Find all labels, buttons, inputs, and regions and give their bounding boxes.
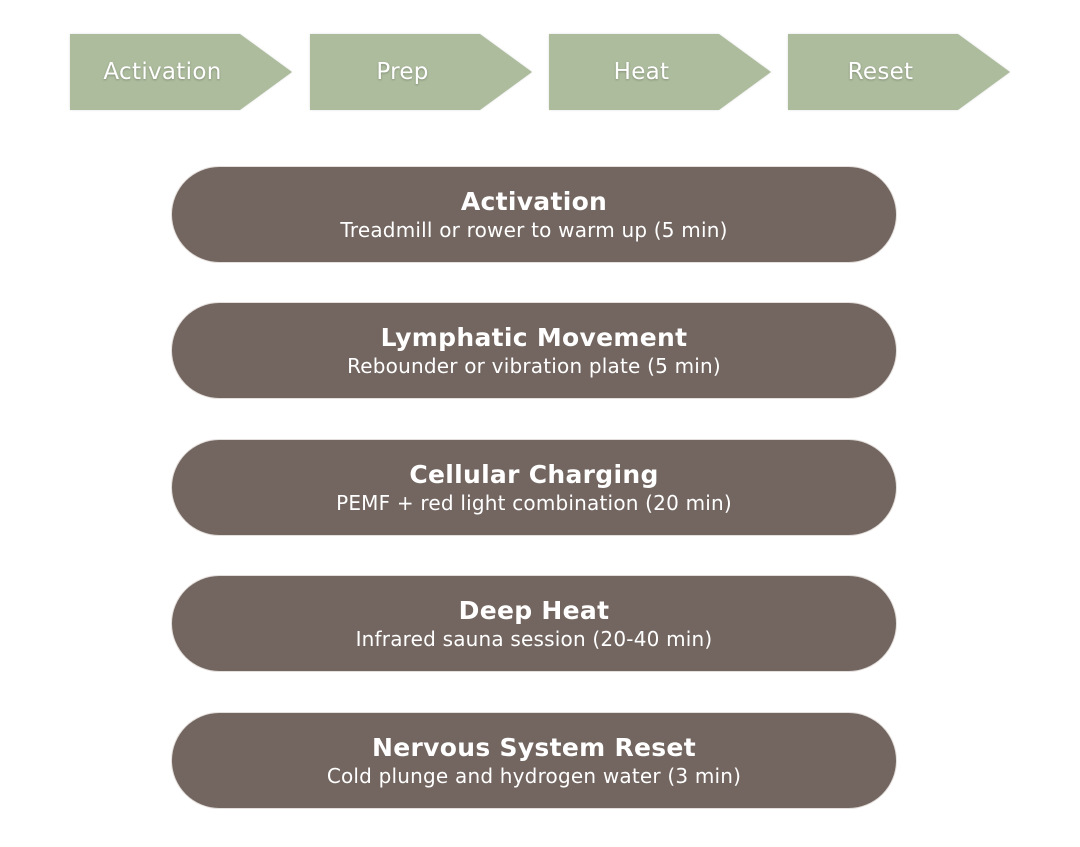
stage-title: Nervous System Reset <box>372 732 696 762</box>
process-step-reset: Reset <box>788 34 1010 110</box>
chevron-arrow-shape <box>310 34 532 110</box>
stage-subtitle: Cold plunge and hydrogen water (3 min) <box>326 763 742 788</box>
process-step-heat: Heat <box>549 34 771 110</box>
stage-subtitle: PEMF + red light combination (20 min) <box>336 490 732 515</box>
stage-title: Activation <box>460 186 608 216</box>
chevron-arrow-shape <box>549 34 771 110</box>
stage-cellular-charging: Cellular Charging PEMF + red light combi… <box>172 440 896 535</box>
process-step-label: Prep <box>376 59 429 85</box>
stage-subtitle: Infrared sauna session (20-40 min) <box>355 626 713 651</box>
process-step-label: Reset <box>847 59 914 85</box>
stage-deep-heat: Deep Heat Infrared sauna session (20-40 … <box>172 576 896 671</box>
process-step-label: Heat <box>613 59 670 85</box>
process-flow: Activation Prep Heat Reset <box>70 34 1010 110</box>
stage-lymphatic-movement: Lymphatic Movement Rebounder or vibratio… <box>172 303 896 398</box>
stage-activation: Activation Treadmill or rower to warm up… <box>172 167 896 262</box>
chevron-arrow-shape <box>788 34 1010 110</box>
stage-title: Deep Heat <box>458 595 610 625</box>
process-step-activation: Activation <box>70 34 292 110</box>
stage-nervous-system-reset: Nervous System Reset Cold plunge and hyd… <box>172 713 896 808</box>
stage-title: Lymphatic Movement <box>380 322 688 352</box>
process-step-label: Activation <box>103 59 222 85</box>
stage-subtitle: Rebounder or vibration plate (5 min) <box>347 353 721 378</box>
stage-subtitle: Treadmill or rower to warm up (5 min) <box>340 217 728 242</box>
process-step-prep: Prep <box>310 34 532 110</box>
chevron-arrow-shape <box>70 34 292 110</box>
stage-title: Cellular Charging <box>409 459 659 489</box>
